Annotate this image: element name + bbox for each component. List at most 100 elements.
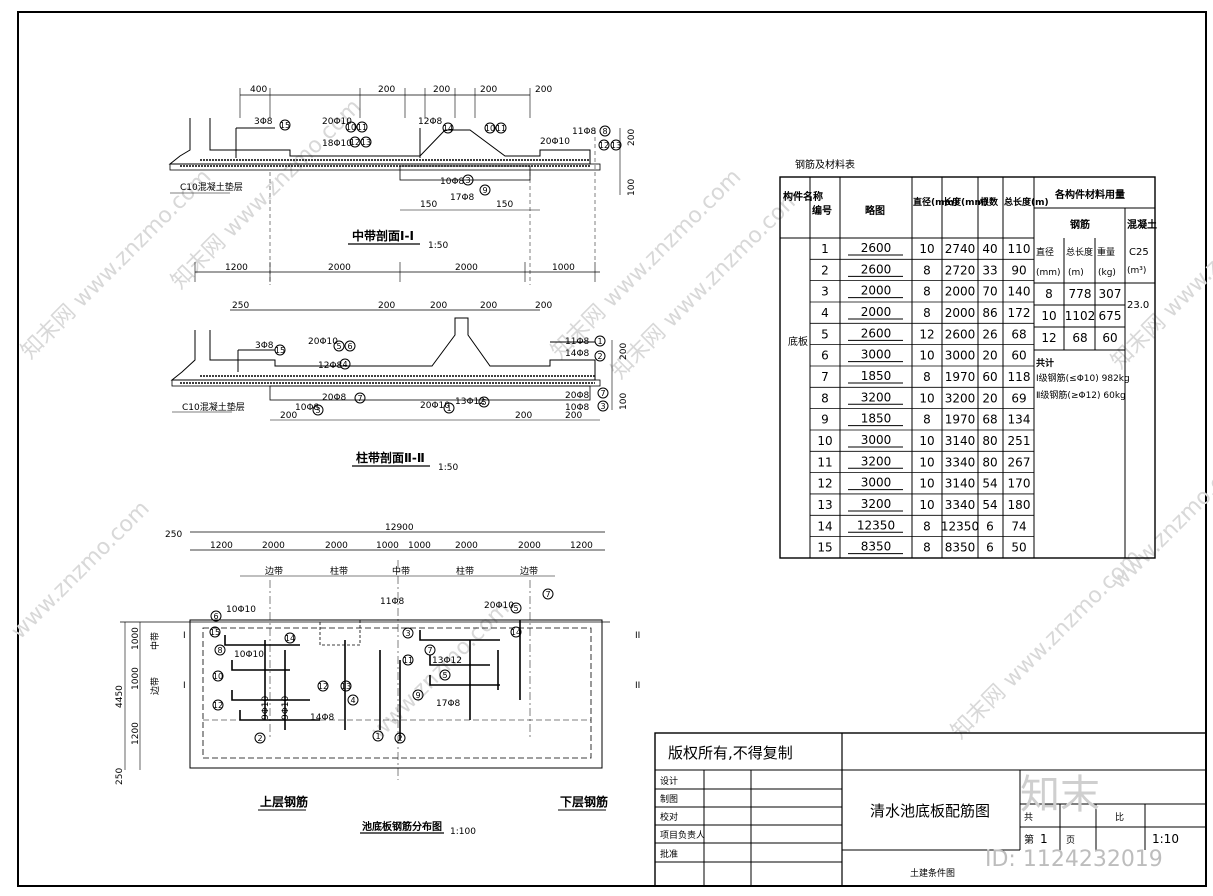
title-block: 版权所有,不得复制 设计 制图 校对 项目负责人 批准 清水池底板配筋图 土建条…: [654, 732, 1207, 887]
row-number: 8: [821, 391, 829, 405]
bar-label: 20Φ8: [322, 393, 347, 403]
band-label: 边带: [265, 566, 283, 577]
row-count: 40: [982, 242, 997, 256]
header-length: 长度(mm): [943, 196, 988, 208]
steel-unit: (kg): [1098, 268, 1116, 278]
copyright-notice: 版权所有,不得复制: [668, 744, 793, 762]
row-count: 54: [982, 498, 997, 512]
drawing-name: 清水池底板配筋图: [870, 802, 990, 820]
plan-scale: 1:100: [450, 827, 476, 837]
circle-number: 4: [342, 360, 347, 369]
bar-label: 20Φ10: [308, 337, 338, 347]
circle-number: 12: [213, 701, 223, 710]
circle-number: 8: [217, 646, 222, 655]
bar-label: 11Φ8: [565, 337, 590, 347]
row-number: 5: [821, 327, 829, 341]
row-length: 1970: [945, 413, 976, 427]
dim-label: 1200: [131, 722, 141, 745]
sheet-total-label: 共: [1024, 812, 1033, 823]
row-sketch-length: 3200: [861, 497, 892, 511]
row-total-length: 60: [1011, 349, 1026, 363]
bar-label: 13Φ12: [455, 397, 485, 407]
dim-label: 200: [515, 411, 532, 421]
circle-number: 2: [257, 734, 262, 743]
bar-label: 20Φ10: [420, 401, 450, 411]
circle-number: 3: [465, 176, 470, 185]
section-scale: 1:50: [438, 463, 458, 473]
circle-number: 4: [350, 696, 355, 705]
row-number: 2: [821, 263, 829, 277]
section-mark: II: [635, 681, 640, 691]
steel-diameter: 8: [1045, 287, 1053, 301]
row-length: 2000: [945, 306, 976, 320]
section-2: 1200 2000 2000 1000 250 200 200 200 200 …: [170, 262, 629, 473]
bar-label: 20Φ10: [484, 601, 514, 611]
row-length: 2000: [945, 285, 976, 299]
row-diameter: 10: [919, 498, 934, 512]
row-diameter: 8: [923, 306, 931, 320]
row-length: 3000: [945, 349, 976, 363]
row-sketch-length: 12350: [857, 518, 895, 532]
row-count: 68: [982, 413, 997, 427]
upper-rebar-label: 上层钢筋: [260, 794, 308, 809]
row-count: 26: [982, 327, 997, 341]
band-label: 边带: [150, 677, 161, 695]
row-count: 70: [982, 285, 997, 299]
dim-label: 4450: [115, 685, 125, 708]
material-table: 钢筋及材料表 构件名称 编号 略图 直径(mm) 长度(mm) 根数 总长度(m…: [779, 158, 1157, 559]
row-diameter: 10: [919, 391, 934, 405]
dim-label: 250: [115, 768, 125, 785]
bar-label: 20Φ8: [565, 391, 590, 401]
bar-label: 11Φ8: [572, 127, 597, 137]
header-materials: 各构件材料用量: [1054, 188, 1125, 201]
role-label: 设计: [660, 775, 678, 787]
circle-number: 5: [336, 342, 341, 351]
dim-label: 200: [430, 301, 447, 311]
concrete-unit: (m³): [1127, 266, 1146, 276]
circle-number: 13: [341, 682, 351, 691]
dim-label: 150: [420, 200, 437, 210]
row-total-length: 90: [1011, 263, 1026, 277]
dim-label: 1200: [225, 263, 248, 273]
bar-label: 10Φ10: [226, 605, 256, 615]
circle-number: 10: [346, 123, 356, 132]
bar-label: 3Φ8: [255, 341, 274, 351]
row-diameter: 10: [919, 455, 934, 469]
band-label: 柱带: [456, 565, 474, 577]
row-number: 14: [817, 519, 832, 533]
dim-label: 1200: [570, 541, 593, 551]
row-total-length: 118: [1008, 370, 1031, 384]
circle-number: 7: [427, 646, 432, 655]
steel-diameter: 12: [1041, 331, 1056, 345]
plan-title: 池底板钢筋分布图: [362, 820, 442, 833]
steel-header: 直径: [1036, 246, 1054, 258]
circle-number: 9: [482, 186, 487, 195]
row-total-length: 267: [1008, 455, 1031, 469]
row-total-length: 74: [1011, 519, 1026, 533]
circle-number: 10: [213, 672, 223, 681]
row-diameter: 10: [919, 434, 934, 448]
circle-number: 14: [443, 124, 453, 133]
bar-label: 20Φ10: [322, 117, 352, 127]
drawing-sub-label: 土建条件图: [910, 867, 955, 879]
circle-number: 11: [496, 124, 506, 133]
dim-label: 200: [480, 85, 497, 95]
circle-number: 11: [403, 656, 413, 665]
row-total-length: 50: [1011, 541, 1026, 555]
row-total-length: 68: [1011, 327, 1026, 341]
watermark-brand: 知末: [1020, 772, 1100, 818]
dim-label: 200: [378, 85, 395, 95]
steel-header: 重量: [1097, 246, 1115, 258]
circle-number: 12: [350, 138, 360, 147]
circle-number: 10: [485, 124, 495, 133]
bar-label: 17Φ8: [436, 699, 461, 709]
dim-label: 12900: [385, 523, 414, 533]
dim-label: 2000: [328, 263, 351, 273]
bar-label: 13Φ12: [432, 656, 462, 666]
circle-number: 2: [397, 734, 402, 743]
dim-label: 200: [433, 85, 450, 95]
circle-number: 9: [415, 691, 420, 700]
role-label: 制图: [660, 793, 678, 805]
dim-label: 100: [627, 179, 637, 196]
band-label: 中带: [149, 632, 161, 650]
